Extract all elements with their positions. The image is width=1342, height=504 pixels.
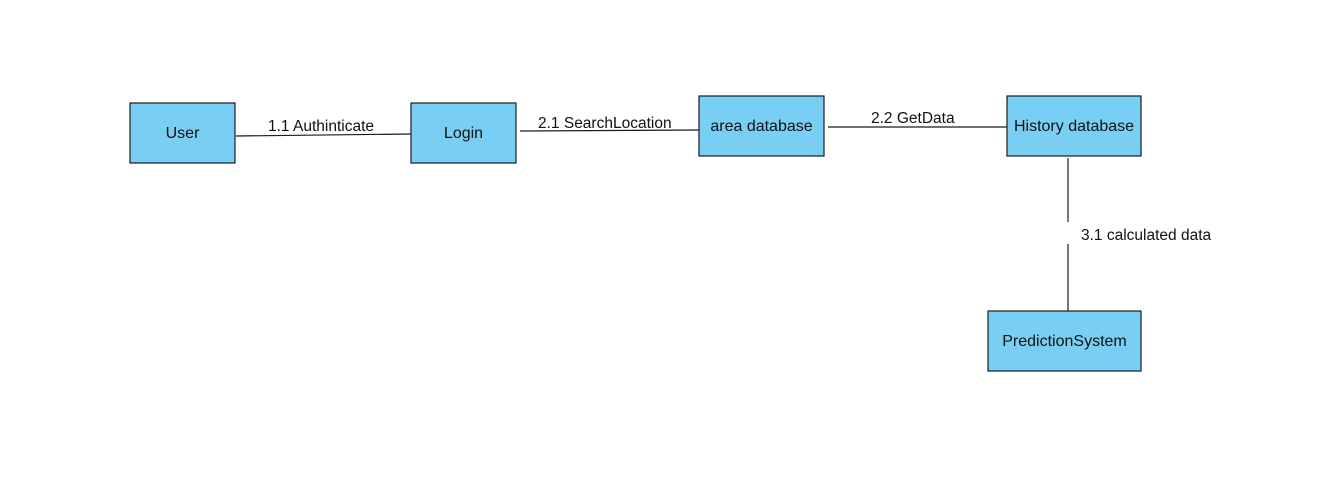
edge-user-login: 1.1 Authinticate [235, 118, 412, 137]
node-area-database-label: area database [710, 118, 812, 135]
edge-label-getdata: 2.2 GetData [871, 110, 955, 127]
edge-label-calculated-data: 3.1 calculated data [1081, 227, 1212, 244]
edge-label-authinticate: 1.1 Authinticate [268, 118, 374, 135]
node-history-database-label: History database [1014, 118, 1134, 135]
edge-login-area-database: 2.1 SearchLocation [519, 115, 700, 132]
node-user-label: User [166, 125, 200, 142]
node-history-database[interactable]: History database [1006, 95, 1142, 157]
node-prediction-system-label: PredictionSystem [1002, 333, 1127, 350]
node-login[interactable]: Login [410, 102, 517, 164]
node-prediction-system[interactable]: PredictionSystem [987, 310, 1142, 372]
node-user[interactable]: User [129, 102, 236, 164]
edge-label-searchlocation: 2.1 SearchLocation [538, 115, 672, 132]
edge-history-prediction: 3.1 calculated data [1066, 158, 1212, 311]
node-login-label: Login [444, 125, 483, 142]
node-area-database[interactable]: area database [698, 95, 825, 157]
edge-area-history-database: 2.2 GetData [828, 110, 1007, 128]
